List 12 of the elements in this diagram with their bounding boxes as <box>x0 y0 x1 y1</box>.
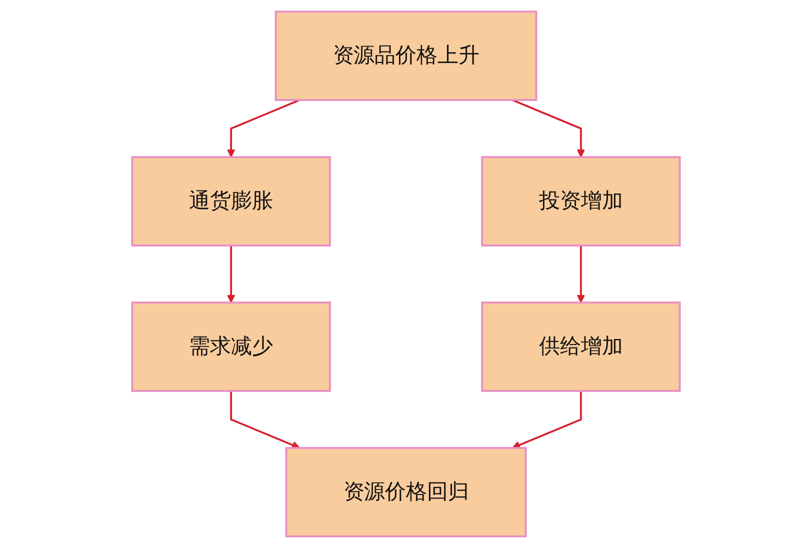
node-box: 需求减少 <box>130 301 330 392</box>
arrow <box>230 390 300 448</box>
node-box: 通货膨胀 <box>130 156 330 246</box>
node-box: 投资增加 <box>480 156 680 246</box>
arrow <box>226 98 300 157</box>
arrow <box>226 244 235 302</box>
arrow <box>576 244 585 302</box>
arrow <box>511 390 582 448</box>
node-box: 资源价格回归 <box>284 446 526 537</box>
node-box: 资源品价格上升 <box>274 10 537 100</box>
node-box: 供给增加 <box>480 301 680 392</box>
arrow <box>511 98 585 157</box>
